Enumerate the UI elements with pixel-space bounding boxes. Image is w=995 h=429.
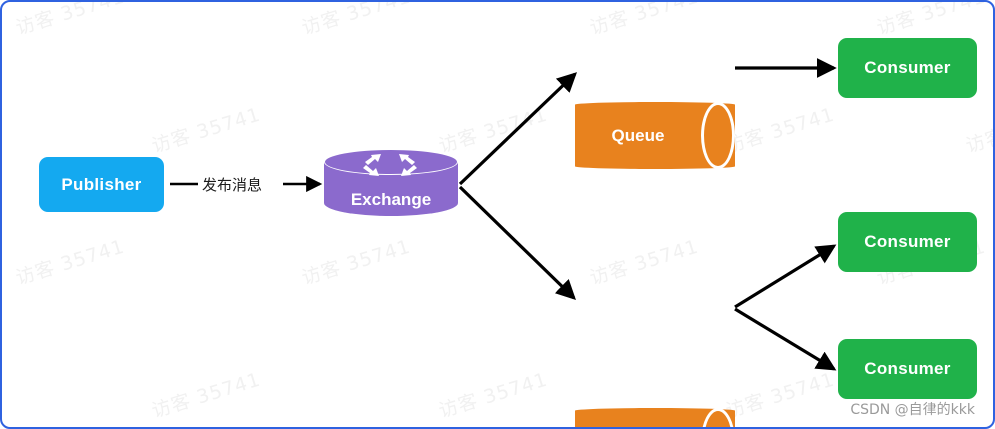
watermark-text: 访客 35741 [436,368,551,423]
node-exchange-label: Exchange [350,190,432,209]
edge-exchange-to-queue-top [458,72,578,186]
watermark-text: 访客 35741 [723,103,838,158]
watermark-text: 访客 35741 [149,368,264,423]
watermark-text: 访客 35741 [13,0,128,40]
watermark-text: 访客 35741 [299,235,414,290]
node-consumer-top-label: Consumer [864,58,951,77]
node-consumer-middle-label: Consumer [864,232,951,251]
watermark-text: 访客 35741 [963,104,995,158]
edge-queue-bottom-to-consumer-middle [734,244,837,309]
csdn-attribution-caption: CSDN @自律的kkk [850,402,975,418]
exchange-cylinder-top [324,149,458,175]
watermark-text: 访客 35741 [587,235,702,290]
node-queue-top-label: Queue [611,125,665,145]
node-consumer-bottom-label: Consumer [864,359,951,378]
watermark-text: 访客 35741 [13,235,128,290]
watermark-text: 访客 35741 [723,368,838,423]
router-icon [363,154,417,176]
node-consumer-top[interactable]: Consumer [838,38,977,98]
node-consumer-middle[interactable]: Consumer [838,212,977,272]
node-queue-bottom-label: Queue [575,408,701,427]
watermark-text: 访客 35741 [874,0,989,40]
edge-exchange-to-queue-bottom [458,185,576,300]
edge-queue-bottom-to-consumer-bottom [734,307,837,371]
queue-top-cylinder-cap [701,102,735,169]
edge-label-publish-message: 发布消息 [202,176,263,194]
watermark-text: 访客 35741 [299,0,414,40]
node-queue-top[interactable]: Queue [575,102,735,169]
node-publisher-label: Publisher [61,174,142,194]
queue-bottom-cylinder-cap [701,408,735,427]
watermark-text: 访客 35741 [149,103,264,158]
node-consumer-bottom[interactable]: Consumer [838,339,977,399]
node-exchange[interactable]: Exchange [324,149,458,216]
node-publisher[interactable]: Publisher [39,157,164,212]
watermark-text: 访客 35741 [587,0,702,40]
node-queue-bottom[interactable]: Queue [575,408,735,427]
